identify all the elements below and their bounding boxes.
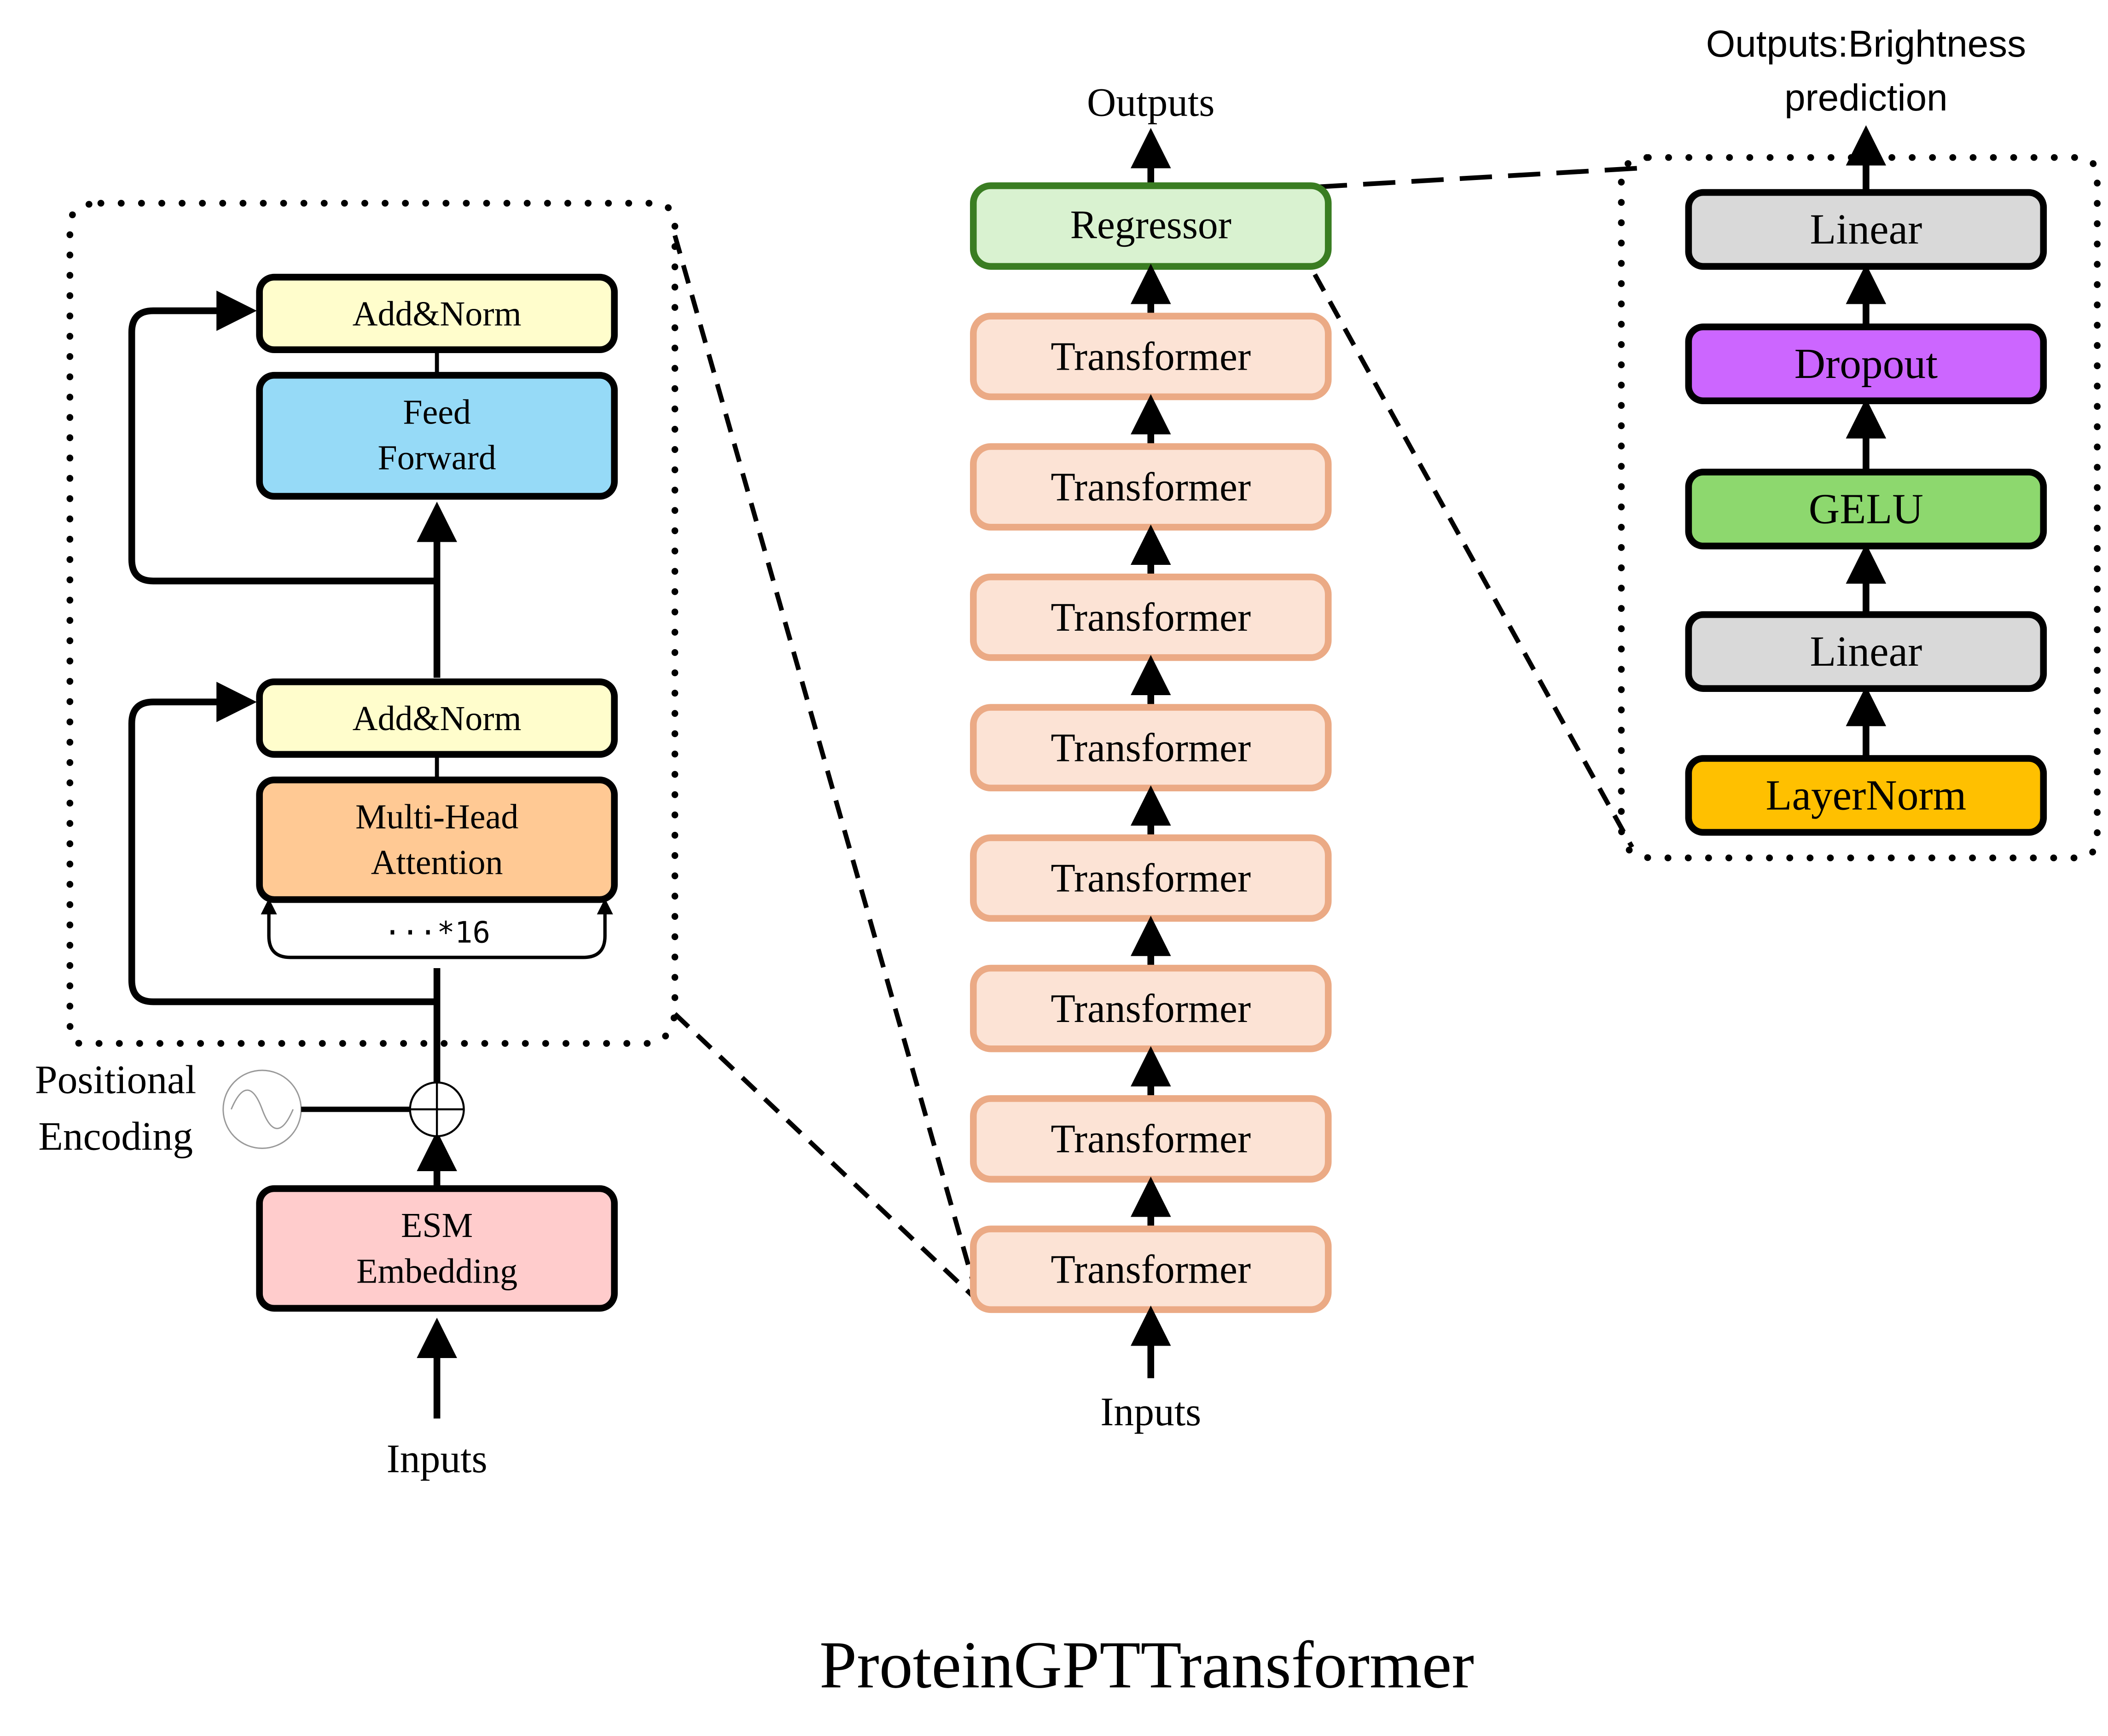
zoom-line-right-top bbox=[1314, 166, 1638, 190]
right-outputs-label-line2: prediction bbox=[1784, 77, 1947, 119]
residual-connection-top bbox=[128, 290, 437, 585]
sine-wave-icon bbox=[230, 1089, 294, 1129]
layernorm-label: LayerNorm bbox=[1765, 772, 1966, 819]
transformer-label: Transformer bbox=[1051, 595, 1251, 639]
linear-input-label: Linear bbox=[1810, 628, 1922, 675]
positional-encoding-label-line1: Positional bbox=[35, 1057, 196, 1102]
middle-inputs-label: Inputs bbox=[1100, 1389, 1201, 1434]
zoom-line-right-bottom bbox=[1312, 273, 1634, 848]
residual-connection-bottom bbox=[128, 682, 437, 1005]
add-norm-bottom-box bbox=[256, 678, 618, 758]
right-outputs-label-line1: Outputs:Brightness bbox=[1706, 23, 2026, 65]
transformer-label: Transformer bbox=[1051, 464, 1251, 509]
add-norm-top-box bbox=[256, 273, 618, 354]
repeat-arrowhead-right bbox=[597, 898, 613, 915]
dropout-label: Dropout bbox=[1794, 340, 1938, 388]
attention-label-line1: Multi-Head bbox=[355, 797, 518, 836]
transformer-label: Transformer bbox=[1051, 1247, 1251, 1291]
repeat-label: ···*16 bbox=[383, 916, 490, 950]
multi-head-attention-box bbox=[256, 776, 618, 903]
layernorm-box bbox=[1685, 755, 2047, 836]
esm-embedding-box bbox=[256, 1185, 618, 1312]
repeat-arrowhead-left bbox=[261, 898, 277, 915]
transformer-label: Transformer bbox=[1051, 334, 1251, 379]
left-dotted-region bbox=[66, 200, 679, 1047]
left-inputs-label: Inputs bbox=[387, 1436, 488, 1481]
feed-forward-label-line2: Forward bbox=[377, 439, 496, 477]
zoom-line-left-top bbox=[673, 235, 981, 1302]
gelu-label: GELU bbox=[1809, 485, 1923, 533]
add-norm-bottom-label: Add&Norm bbox=[353, 699, 522, 738]
transformer-stack: TransformerTransformerTransformerTransfo… bbox=[970, 263, 1332, 1313]
zoom-line-left-bottom bbox=[673, 1012, 981, 1304]
feed-forward-box bbox=[256, 372, 618, 500]
repeat-bracket bbox=[267, 909, 607, 959]
transformer-label: Transformer bbox=[1051, 1116, 1251, 1161]
transformer-label: Transformer bbox=[1051, 725, 1251, 770]
embedding-label-line2: Embedding bbox=[356, 1252, 517, 1290]
diagram-title: ProteinGPTTransformer bbox=[819, 1627, 1474, 1702]
linear-output-label: Linear bbox=[1810, 206, 1922, 253]
attention-label-line2: Attention bbox=[371, 843, 503, 882]
feed-forward-label-line1: Feed bbox=[403, 393, 471, 431]
transformer-label: Transformer bbox=[1051, 856, 1251, 900]
regressor-label: Regressor bbox=[1070, 202, 1231, 247]
transformer-label: Transformer bbox=[1051, 986, 1251, 1031]
middle-outputs-label: Outputs bbox=[1087, 80, 1214, 125]
embedding-label-line1: ESM bbox=[401, 1206, 473, 1245]
positional-encoding-label-line2: Encoding bbox=[38, 1114, 193, 1158]
add-norm-top-label: Add&Norm bbox=[353, 295, 522, 333]
